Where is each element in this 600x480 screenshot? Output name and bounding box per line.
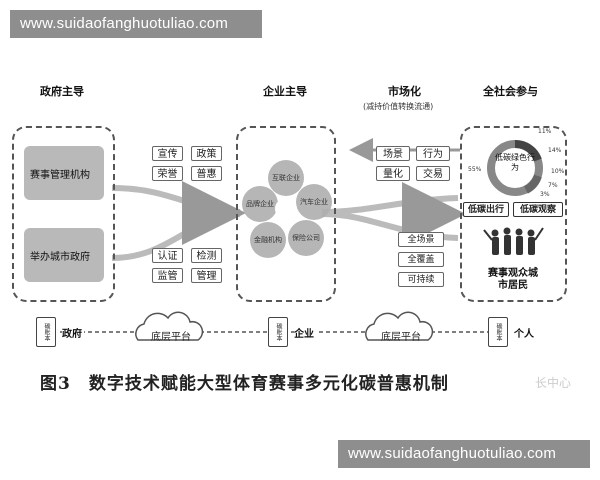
platform-label-1: 底层平台 [151,332,191,343]
donut-label: 低碳绿色行为 [495,153,535,172]
tag-behavior: 行为 [416,146,450,161]
tag-honor: 荣誉 [152,166,183,181]
petal-auto: 汽车企业 [296,184,332,220]
tag-trade: 交易 [416,166,450,181]
tag-management: 管理 [191,268,222,283]
flower-center [275,198,297,220]
watermark-top: www.suidaofanghuotuliao.com [10,10,262,38]
label-ent: 企业 [294,325,316,340]
tag-supervision: 监管 [152,268,183,283]
ledger-icon-ent: 碳账本 [268,317,288,347]
label-gov: 政府 [62,325,84,340]
tag-sustainable: 可持续 [398,272,444,287]
tag-low-carbon-travel: 低碳出行 [463,202,509,217]
audience-label: 赛事观众城市居民 [488,268,538,291]
ledger-icon-person: 碳账本 [488,317,508,347]
tag-policy: 政策 [191,146,222,161]
enterprise-panel [236,126,336,302]
header-enterprise: 企业主导 [263,85,307,98]
header-market: 市场化 [388,85,421,98]
ledger-icon-gov: 碳账本 [36,317,56,347]
figure-caption: 图3 数字技术赋能大型体育赛事多元化碳普惠机制 [40,374,449,394]
pct-1: 11% [538,128,552,135]
petal-finance: 金融机构 [250,222,286,258]
tag-certification: 认证 [152,248,183,263]
pct-4: 7% [548,182,558,189]
tag-full-coverage: 全覆盖 [398,252,444,267]
petal-insurance: 保险公司 [288,220,324,256]
pct-5: 3% [540,191,550,198]
label-person: 个人 [514,325,536,340]
subheader-market: (减持价值转换流通) [363,102,434,111]
header-society: 全社会参与 [483,85,538,98]
pct-3: 10% [551,168,565,175]
header-government: 政府主导 [40,85,84,98]
platform-label-2: 底层平台 [381,332,421,343]
petal-brand: 品牌企业 [242,186,278,222]
tag-scenario: 场景 [376,146,410,161]
tag-testing: 检测 [191,248,222,263]
pct-6: 55% [468,166,482,173]
pct-2: 14% [548,147,562,154]
event-management-box: 赛事管理机构 [24,146,104,200]
tag-low-carbon-watch: 低碳观察 [513,202,563,217]
tag-quantify: 量化 [376,166,410,181]
petal-internet: 互联企业 [268,160,304,196]
tag-all-scenarios: 全场景 [398,232,444,247]
tag-benefit: 普惠 [191,166,222,181]
tag-publicity: 宣传 [152,146,183,161]
government-panel [12,126,115,302]
society-panel [460,126,567,302]
caption-watermark: 长中心 [535,376,572,390]
watermark-bottom: www.suidaofanghuotuliao.com [338,440,590,468]
host-city-government-box: 举办城市政府 [24,228,104,282]
